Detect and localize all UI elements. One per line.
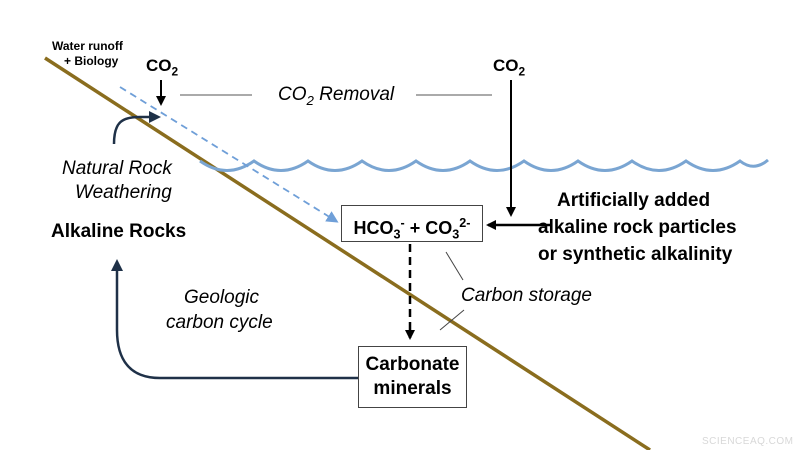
co2-left-label: CO2 xyxy=(146,56,179,79)
storage-leader-lower xyxy=(439,309,465,331)
natural-weathering-line1: Natural Rock xyxy=(62,158,172,179)
natural-weathering-line2: Weathering xyxy=(75,182,172,203)
weathering-curved-arrow xyxy=(112,111,161,145)
storage-leader-upper xyxy=(445,251,464,281)
runoff-dashed-arrow xyxy=(119,86,339,223)
alkaline-rocks-label: Alkaline Rocks xyxy=(51,221,187,242)
bicarbonate-carbonate-box: HCO3- + CO32- xyxy=(341,205,483,242)
co2-right-label: CO2 xyxy=(493,56,526,79)
geologic-cycle-line1: Geologic xyxy=(184,287,259,308)
co2-removal-label: CO2 Removal xyxy=(278,84,395,108)
biology-label: + Biology xyxy=(64,54,119,68)
carbon-storage-label: Carbon storage xyxy=(461,285,592,306)
artificial-line2: alkaline rock particles xyxy=(538,217,737,238)
water-surface-waves xyxy=(199,158,769,172)
geologic-cycle-arrow xyxy=(111,259,358,380)
artificial-line1: Artificially added xyxy=(557,190,711,211)
carbonate-minerals-line1: Carbonate xyxy=(365,354,460,375)
carbonate-minerals-box: Carbonate minerals xyxy=(358,346,467,408)
carbonate-minerals-line2: minerals xyxy=(373,378,452,399)
watermark-label: SCIENCEAQ.COM xyxy=(702,436,794,447)
geologic-cycle-line2: carbon cycle xyxy=(166,312,273,333)
water-runoff-label: Water runoff xyxy=(52,39,123,53)
ground-slope-line xyxy=(44,56,651,450)
artificial-line3: or synthetic alkalinity xyxy=(538,244,733,265)
